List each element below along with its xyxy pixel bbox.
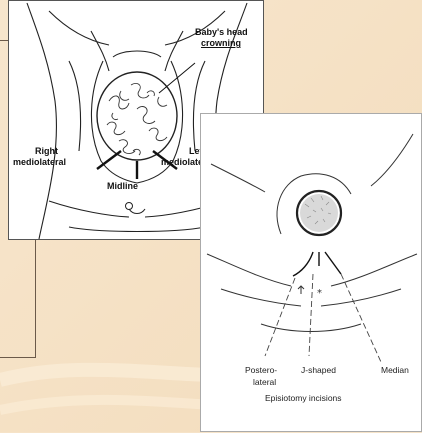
label-j-shaped: J-shaped	[301, 365, 336, 376]
label-crowning: crowning	[201, 38, 241, 48]
postero-lateral-incision	[325, 252, 341, 274]
svg-text:*: *	[317, 288, 322, 299]
label-median: Median	[381, 365, 409, 376]
caption-episiotomy-incisions: Episiotomy incisions	[265, 393, 342, 404]
label-lateral: lateral	[253, 377, 276, 388]
baby-head-shape	[97, 72, 177, 160]
j-shaped-leader	[309, 274, 313, 356]
j-shaped-incision	[293, 252, 313, 276]
label-midline: Midline	[107, 181, 138, 191]
label-right: Right	[35, 146, 58, 156]
incision-types-drawing: *	[201, 114, 422, 433]
postero-lateral-leader	[265, 278, 295, 356]
label-babys-head: Baby's head	[195, 27, 248, 37]
figure-episiotomy-incisions: * Postero- lateral J-shaped Median Episi…	[200, 113, 422, 432]
median-leader	[341, 274, 381, 362]
label-right-mediolateral: mediolateral	[13, 157, 66, 167]
label-postero: Postero-	[245, 365, 277, 376]
